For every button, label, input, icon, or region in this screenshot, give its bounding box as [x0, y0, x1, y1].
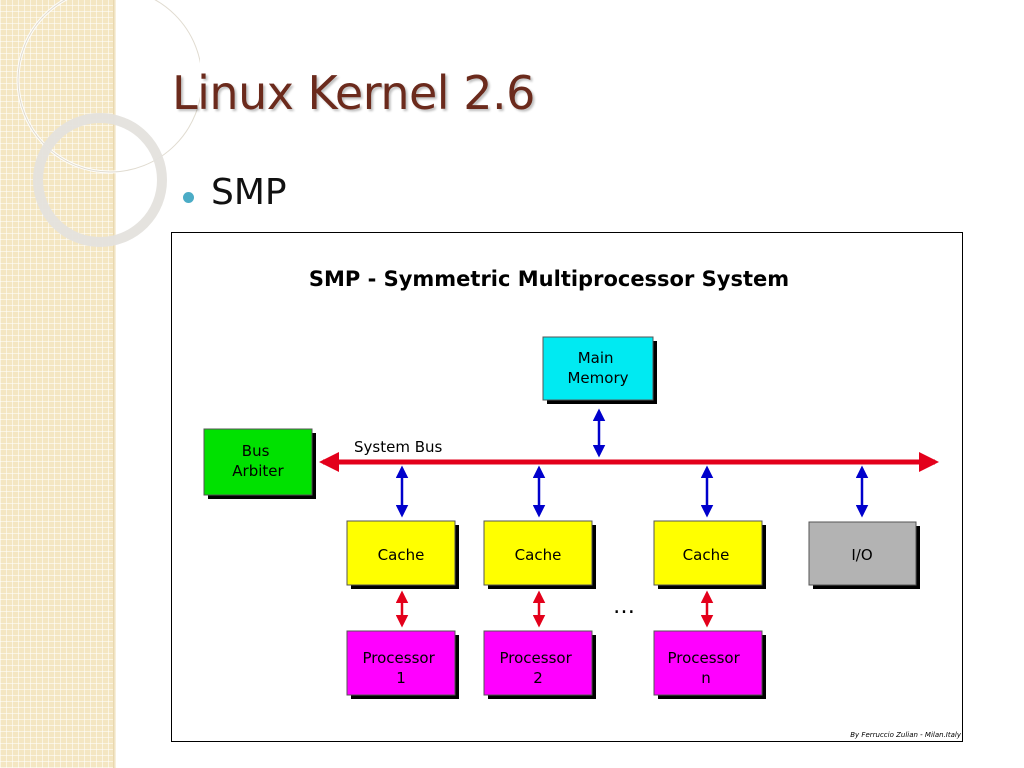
cache-n-box: Cache	[653, 520, 766, 589]
processor-2-label: Processor 2	[499, 649, 576, 687]
diagram-title: SMP - Symmetric Multiprocessor System	[309, 267, 789, 291]
processor-n-label: Processor n	[667, 649, 744, 687]
processor-1-box: Processor 1	[346, 630, 459, 699]
cache-1-box: Cache	[346, 520, 459, 589]
decorative-side-strip	[0, 0, 113, 768]
cache-n-label: Cache	[683, 546, 730, 564]
bus-arbiter-label: Bus Arbiter	[232, 442, 284, 480]
main-memory-line-2: Memory	[567, 369, 628, 387]
main-memory-line-1: Main	[578, 349, 614, 367]
processor-n-box: Processor n	[653, 630, 766, 699]
bullet-icon	[183, 192, 194, 203]
smp-diagram: SMP - Symmetric Multiprocessor System Ma…	[171, 232, 963, 742]
cache-2-box: Cache	[483, 520, 596, 589]
slide-title: Linux Kernel 2.6	[172, 66, 535, 120]
processor-1-label: Processor 1	[362, 649, 439, 687]
ellipsis: …	[613, 594, 635, 619]
smp-diagram-svg: SMP - Symmetric Multiprocessor System Ma…	[203, 267, 962, 739]
main-memory-box: Main Memory	[542, 336, 657, 404]
cache-2-label: Cache	[515, 546, 562, 564]
system-bus-label: System Bus	[354, 438, 443, 456]
bullet-text: SMP	[211, 172, 287, 213]
diagram-credit: By Ferruccio Zulian - Milan.Italy	[850, 731, 962, 739]
cache-1-label: Cache	[378, 546, 425, 564]
io-label: I/O	[851, 546, 872, 564]
io-box: I/O	[808, 521, 920, 589]
decorative-circles	[16, 0, 200, 247]
processor-2-box: Processor 2	[483, 630, 596, 699]
decorative-side-edge	[113, 0, 116, 768]
main-memory-label: Main Memory	[567, 349, 628, 387]
bus-arbiter-box: Bus Arbiter	[203, 428, 316, 499]
